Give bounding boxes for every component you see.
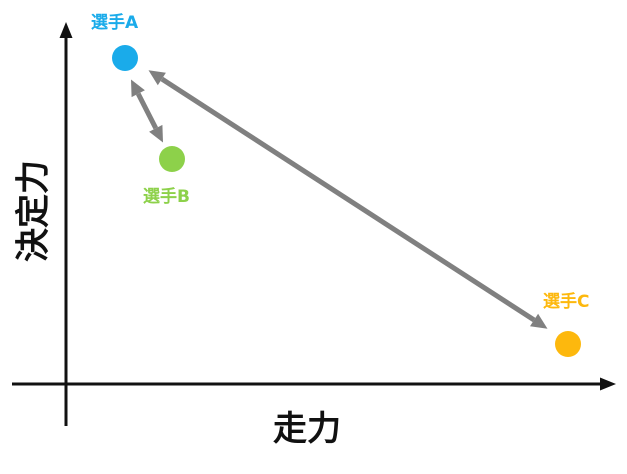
x-axis-arrowhead	[600, 377, 616, 391]
arrow-a-c-head-c	[530, 313, 548, 329]
player-c-dot	[555, 331, 581, 357]
player-a-label: 選手A	[91, 12, 139, 33]
player-b: 選手B	[143, 146, 190, 207]
player-b-label: 選手B	[143, 186, 190, 207]
player-c: 選手C	[543, 291, 589, 357]
arrow-a-b-head-a	[131, 79, 145, 98]
player-a-dot	[112, 45, 138, 71]
arrow-a-b-head-b	[149, 124, 163, 143]
x-axis	[12, 377, 616, 391]
player-c-label: 選手C	[543, 291, 589, 312]
arrow-a-c	[148, 70, 548, 329]
y-axis-arrowhead	[59, 22, 73, 38]
y-axis	[59, 22, 73, 426]
player-a: 選手A	[91, 12, 139, 71]
player-b-dot	[159, 146, 185, 172]
x-axis-label: 走力	[273, 409, 341, 449]
arrow-a-b	[131, 79, 163, 143]
y-axis-label: 決定力	[14, 160, 54, 262]
arrow-a-c-head-a	[148, 70, 166, 86]
